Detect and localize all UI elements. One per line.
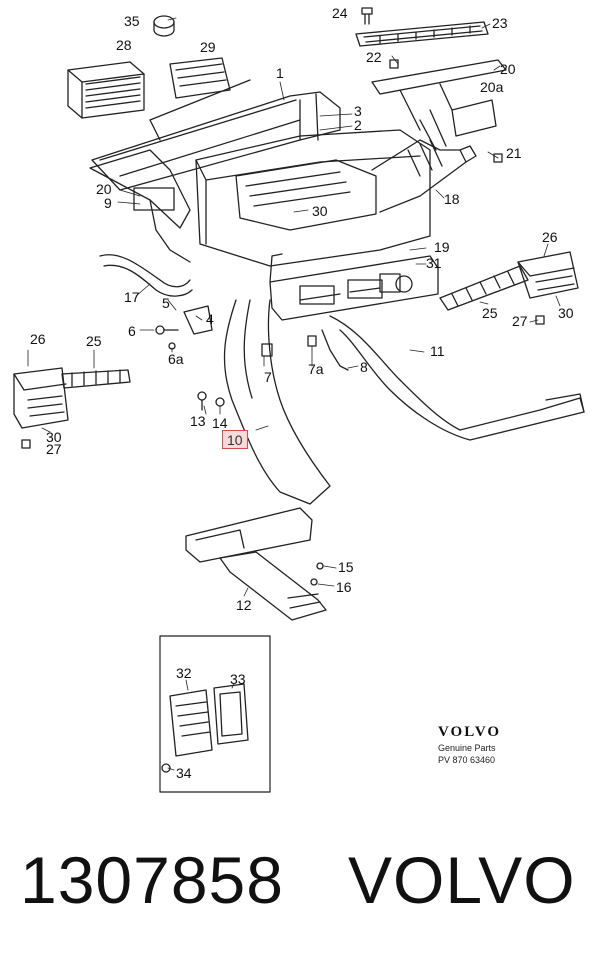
callout-32: 32 — [176, 665, 192, 681]
callout-2: 2 — [354, 117, 362, 133]
callout-22: 22 — [366, 49, 382, 65]
callout-28: 28 — [116, 37, 132, 53]
screw-13 — [197, 391, 207, 401]
bracket-20a — [451, 99, 497, 137]
callout-29: 29 — [200, 39, 216, 55]
hose-25-right — [439, 265, 529, 311]
left-bracket-arm — [89, 149, 191, 229]
footer-brand: VOLVO — [348, 843, 576, 917]
logo-subtitle: Genuine Parts — [438, 743, 496, 753]
callout-21: 21 — [506, 145, 522, 161]
logo-brand: VOLVO — [438, 724, 502, 740]
callout-20-left: 20 — [96, 181, 112, 197]
callout-7a: 7a — [308, 361, 324, 377]
bracket-4 — [183, 305, 213, 335]
floor-duct-10 — [223, 299, 331, 505]
bolt-7a — [307, 335, 317, 347]
callout-31: 31 — [426, 255, 442, 271]
callout-30-right: 30 — [558, 305, 574, 321]
callout-26-right: 26 — [542, 229, 558, 245]
callout-7: 7 — [264, 369, 272, 385]
floor-duct-11 — [329, 315, 585, 441]
callout-6: 6 — [128, 323, 136, 339]
callout-11: 11 — [430, 343, 445, 359]
callout-4: 4 — [206, 311, 214, 327]
control-panel — [269, 255, 439, 321]
part-number: 1307858 — [20, 843, 284, 917]
clip-27-right — [535, 315, 545, 325]
lower-outlet — [185, 507, 313, 563]
callout-30-left: 30 — [46, 429, 62, 445]
pipe-8 — [321, 329, 349, 371]
clip-part — [361, 7, 373, 25]
callout-26-left: 26 — [30, 331, 46, 347]
callout-35: 35 — [124, 13, 140, 29]
inset-frame — [159, 635, 271, 793]
right-bracket-strip — [371, 59, 507, 95]
heater-box — [195, 129, 431, 267]
dashboard-frame — [91, 91, 341, 191]
duct-outlet-28 — [67, 61, 145, 119]
callout-20-top: 20 — [500, 61, 516, 77]
callout-6a: 6a — [168, 351, 184, 367]
logo-code: PV 870 63460 — [438, 755, 496, 765]
grommet-part — [153, 15, 175, 29]
callout-15: 15 — [338, 559, 354, 575]
callout-10-highlighted[interactable]: 10 — [222, 430, 248, 449]
parts-diagram — [13, 7, 585, 793]
screw-15 — [316, 562, 324, 570]
inset-part-33 — [213, 683, 249, 745]
callout-25-right: 25 — [482, 305, 498, 321]
callout-18: 18 — [444, 191, 460, 207]
callout-13: 13 — [190, 413, 206, 429]
callout-19: 19 — [434, 239, 450, 255]
callout-27-right: 27 — [512, 313, 528, 329]
callout-1: 1 — [276, 65, 284, 81]
volvo-logo-block: VOLVO Genuine Parts PV 870 63460 — [438, 724, 528, 765]
hose-17 — [99, 254, 191, 288]
callout-14: 14 — [212, 415, 228, 431]
callout-17: 17 — [124, 289, 140, 305]
callout-24: 24 — [332, 5, 348, 21]
screw-21 — [493, 153, 503, 163]
washer-14 — [215, 397, 225, 407]
callout-33: 33 — [230, 671, 246, 687]
outlet-left — [13, 367, 69, 429]
callout-25-left: 25 — [86, 333, 102, 349]
vent-29 — [169, 57, 231, 99]
callout-30-center: 30 — [312, 203, 328, 219]
callout-20a: 20a — [480, 79, 504, 95]
callout-16: 16 — [336, 579, 352, 595]
callout-3: 3 — [354, 103, 362, 119]
screw-16 — [310, 578, 318, 586]
inset-screw-34 — [161, 763, 171, 773]
callout-34: 34 — [176, 765, 192, 781]
callout-27-left: 27 — [46, 441, 62, 457]
clip-22 — [389, 59, 399, 69]
screw-6 — [155, 325, 165, 335]
callout-5: 5 — [162, 295, 170, 311]
vent-grille-strip — [355, 21, 489, 47]
callout-8: 8 — [360, 359, 368, 375]
callout-12: 12 — [236, 597, 252, 613]
inset-part-32 — [169, 689, 213, 757]
clip-7 — [261, 343, 273, 357]
rear-duct-12 — [219, 551, 327, 621]
callout-23: 23 — [492, 15, 508, 31]
outlet-right — [517, 251, 579, 299]
clip-27-left — [21, 439, 31, 449]
callout-9: 9 — [104, 195, 112, 211]
